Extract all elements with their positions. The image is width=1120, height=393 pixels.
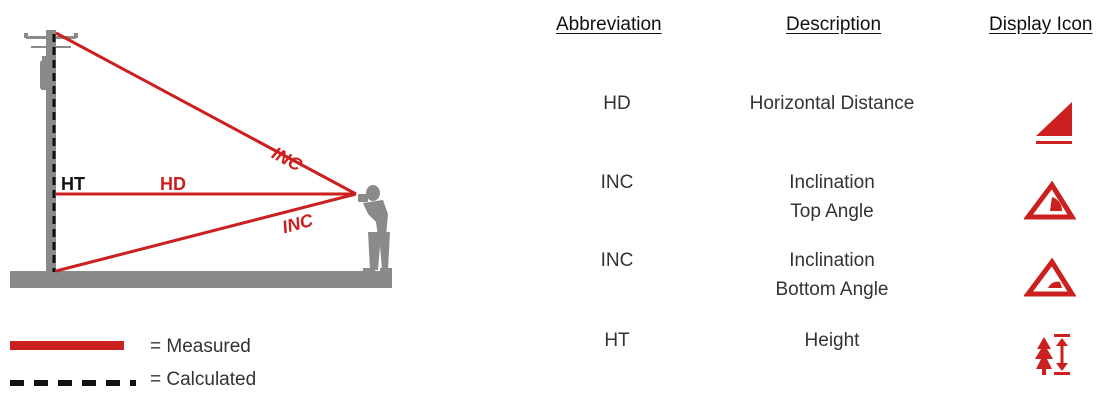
ht-label: HT	[61, 174, 85, 194]
measured-legend-swatch	[10, 341, 124, 350]
row-hd-description: Horizontal Distance	[749, 93, 915, 114]
row-inc-top-description-line1: Inclination	[789, 172, 875, 193]
row-inc-bottom-abbreviation: INC	[600, 250, 634, 271]
person-silhouette	[358, 185, 392, 272]
row-inc-bottom-description-line1: Inclination	[789, 250, 875, 271]
utility-pole	[24, 30, 78, 272]
row-inc-top-description-line2: Top Angle	[790, 201, 874, 222]
row-hd-abbreviation: HD	[603, 93, 631, 114]
inc-top-line	[55, 31, 357, 196]
abbreviation-header: Abbreviation	[556, 14, 662, 35]
row-inc-bottom-description-line2: Bottom Angle	[775, 279, 889, 300]
calculated-legend-label: = Calculated	[150, 369, 257, 390]
hd-label: HD	[160, 174, 186, 194]
display-icon-header: Display Icon	[989, 14, 1093, 35]
measured-legend-label: = Measured	[150, 336, 251, 357]
row-inc-top-abbreviation: INC	[600, 172, 634, 193]
height-tree-icon	[1035, 334, 1070, 375]
description-header: Description	[786, 14, 882, 35]
row-ht-description: Height	[804, 330, 860, 351]
inclination-top-angle-icon	[1024, 181, 1076, 220]
horizontal-distance-icon	[1036, 102, 1072, 144]
inclination-bottom-angle-icon	[1024, 258, 1076, 297]
measurement-diagram	[10, 30, 392, 288]
calculated-legend-swatch	[10, 380, 136, 386]
ground	[10, 271, 392, 288]
inc-bottom-line	[55, 192, 357, 273]
row-ht-abbreviation: HT	[604, 330, 630, 351]
